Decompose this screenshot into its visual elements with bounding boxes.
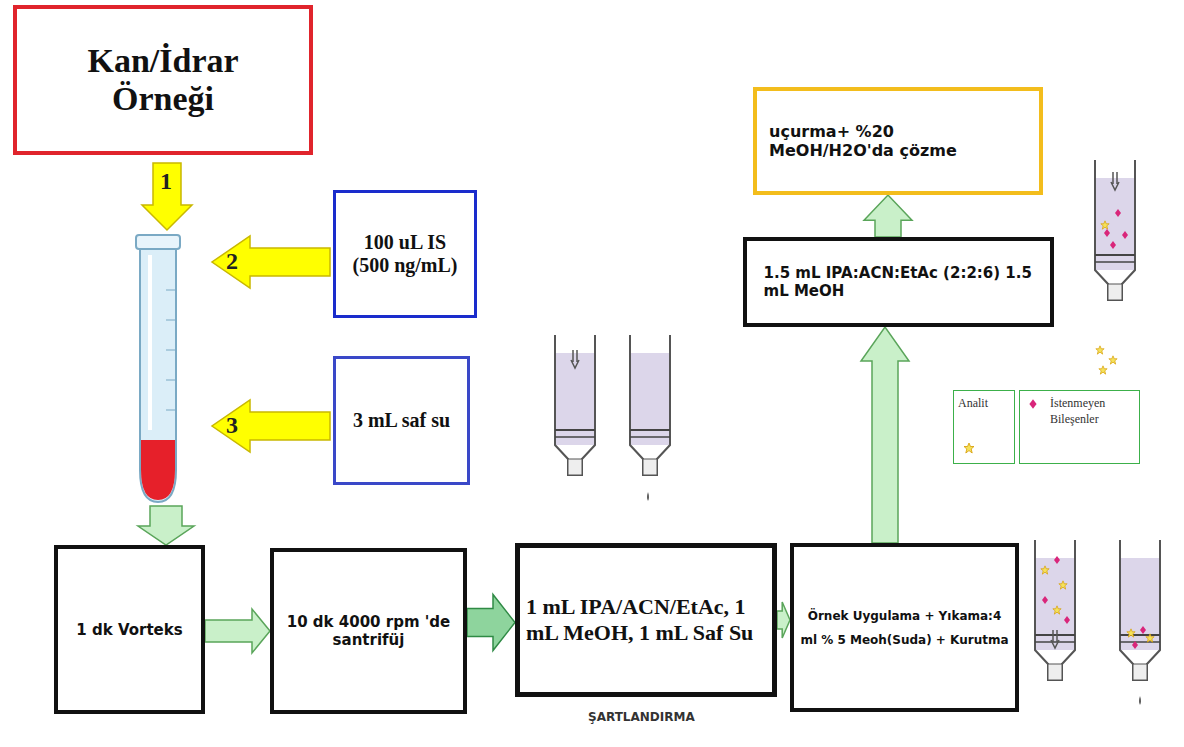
- node-text: 3 mL saf su: [353, 409, 450, 432]
- elution-box: 1.5 mL IPA:ACN:EtAc (2:2:6) 1.5 mL MeOH: [743, 237, 1054, 327]
- test-tube: [136, 235, 180, 502]
- process-box: 10 dk 4000 rpm 'de santrifüj: [270, 548, 467, 714]
- legend-text: İstenmeyen Bileşenler: [1024, 395, 1135, 427]
- legend-symbol: [1026, 397, 1040, 411]
- conditioning-box: 1 mL IPA/ACN/EtAc, 1 mL MeOH, 1 mL Saf S…: [515, 543, 777, 697]
- legend-symbol: [962, 441, 976, 455]
- section-label: ŞARTLANDIRMA: [588, 710, 695, 724]
- flow-arrow: [777, 602, 790, 638]
- callout-number: 2: [226, 248, 238, 275]
- node-text: 1 dk Vorteks: [76, 621, 182, 639]
- flow-arrow: [861, 327, 909, 543]
- yellow-arrow: [142, 163, 330, 452]
- flow-arrow: [467, 595, 515, 651]
- node-text: 100 uL IS (500 ng/mL): [345, 231, 465, 277]
- node-text: Örnek Uygulama + Yıkama:4 ml % 5 Meoh(Su…: [800, 604, 1009, 652]
- process-box: Örnek Uygulama + Yıkama:4 ml % 5 Meoh(Su…: [790, 543, 1019, 712]
- node-text: 1.5 mL IPA:ACN:EtAc (2:2:6) 1.5 mL MeOH: [764, 264, 1034, 300]
- final-box: uçurma+ %20 MeOH/H2O'da çözme: [753, 87, 1043, 195]
- callout-number: 1: [160, 168, 172, 195]
- flow-arrow: [864, 195, 912, 237]
- node-text: 1 mL IPA/ACN/EtAc, 1 mL MeOH, 1 mL Saf S…: [526, 594, 766, 646]
- process-box: 1 dk Vorteks: [54, 545, 205, 714]
- node-text: 10 dk 4000 rpm 'de santrifüj: [284, 613, 454, 649]
- legend-item: İstenmeyen Bileşenler: [1019, 390, 1140, 464]
- flow-arrow: [205, 609, 270, 653]
- reagent-box: 3 mL saf su: [333, 356, 470, 485]
- legend-item: Analit: [953, 390, 1015, 464]
- node-text: uçurma+ %20 MeOH/H2O'da çözme: [769, 122, 999, 160]
- callout-number: 3: [226, 412, 238, 439]
- sample-box: Kan/İdrar Örneği: [13, 5, 313, 155]
- legend-text: Analit: [958, 395, 1010, 411]
- green-arrow: [138, 506, 194, 545]
- reagent-box: 100 uL IS (500 ng/mL): [333, 190, 477, 318]
- node-text: Kan/İdrar Örneği: [58, 42, 268, 118]
